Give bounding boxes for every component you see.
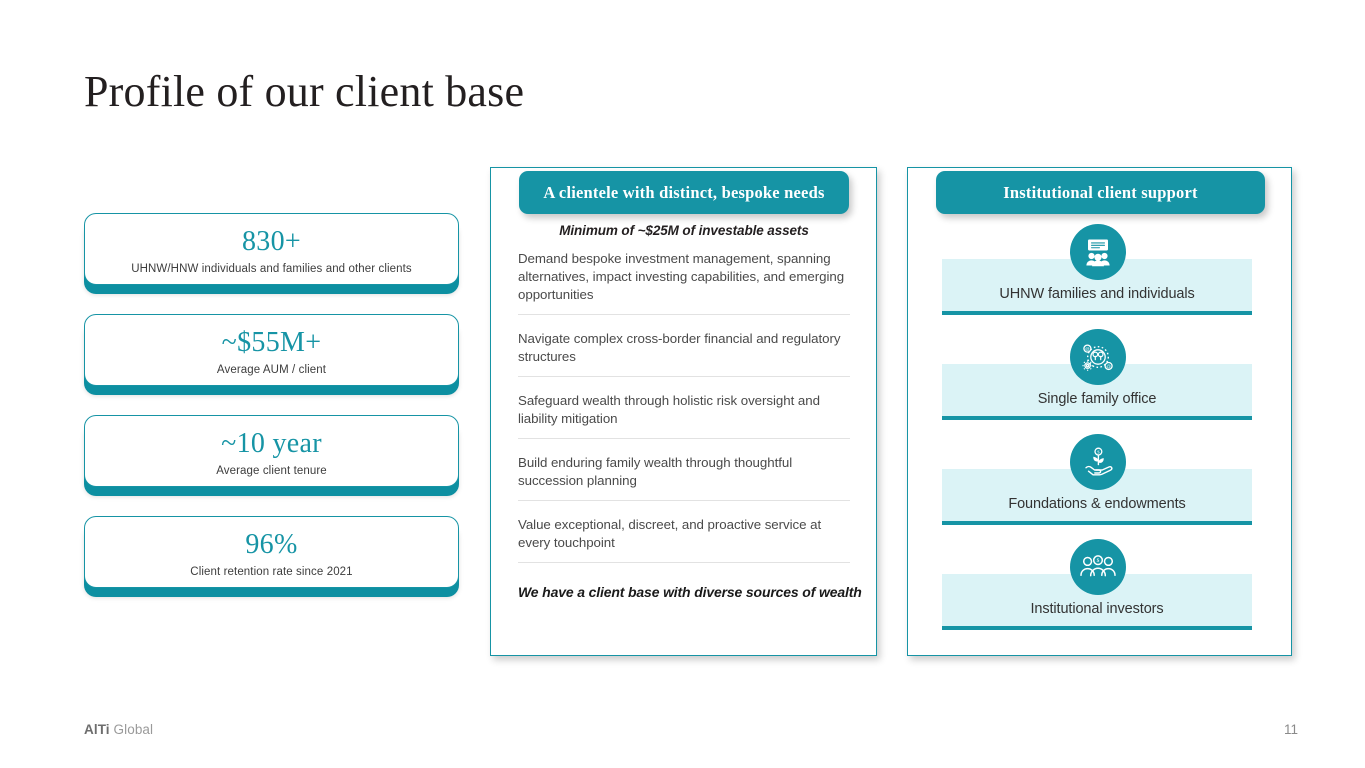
institutional-item-label: Institutional investors <box>1030 601 1164 617</box>
three-people-icon: $ <box>1070 539 1126 595</box>
institutional-support-banner: Institutional client support <box>936 171 1265 214</box>
stat-card: ~$55M+ Average AUM / client <box>84 314 459 386</box>
svg-text:$: $ <box>1097 557 1100 564</box>
page-number: 11 <box>1283 722 1298 737</box>
clientele-needs-panel: A clientele with distinct, bespoke needs… <box>490 167 877 656</box>
stat-value: ~10 year <box>221 428 322 459</box>
stat-label: Client retention rate since 2021 <box>190 566 353 578</box>
list-item: UHNW families and individuals <box>942 224 1254 329</box>
stat-label: Average AUM / client <box>216 364 327 376</box>
stat-value: ~$55M+ <box>221 327 322 358</box>
institutional-client-support-panel: Institutional client support U <box>907 167 1292 656</box>
svg-text:@: @ <box>1106 364 1111 369</box>
list-item: @ @ Single family office <box>942 329 1254 434</box>
svg-text:@: @ <box>1085 347 1090 352</box>
stat-card: ~10 year Average client tenure <box>84 415 459 487</box>
need-item: Safeguard wealth through holistic risk o… <box>518 388 850 439</box>
stats-column: 830+ UHNW/HNW individuals and families a… <box>84 213 459 617</box>
stat-value: 830+ <box>242 226 301 257</box>
presentation-people-icon <box>1070 224 1126 280</box>
stat-label: UHNW/HNW individuals and families and ot… <box>131 263 412 275</box>
institutional-client-list: UHNW families and individuals @ @ <box>942 224 1254 644</box>
brand-name-strong: AlTi <box>84 722 110 737</box>
clientele-needs-banner: A clientele with distinct, bespoke needs <box>519 171 849 214</box>
diverse-wealth-footer: We have a client base with diverse sourc… <box>518 584 862 600</box>
stat-card: 830+ UHNW/HNW individuals and families a… <box>84 213 459 285</box>
footer-brand: AlTi Global <box>84 722 153 737</box>
need-item: Build enduring family wealth through tho… <box>518 450 850 501</box>
list-item: $ Foundations & endowments <box>942 434 1254 539</box>
need-item: Demand bespoke investment management, sp… <box>518 246 850 315</box>
brand-name-rest: Global <box>109 722 154 737</box>
institutional-item-label: Single family office <box>1037 391 1157 407</box>
institutional-item-label: UHNW families and individuals <box>999 286 1195 302</box>
stat-label: Average client tenure <box>216 465 327 477</box>
page-title: Profile of our client base <box>84 67 525 116</box>
hand-growth-plant-icon: $ <box>1070 434 1126 490</box>
family-tree-gears-icon: @ @ <box>1070 329 1126 385</box>
minimum-assets-headline: Minimum of ~$25M of investable assets <box>559 223 809 238</box>
svg-text:$: $ <box>1097 449 1100 454</box>
need-item: Value exceptional, discreet, and proacti… <box>518 512 850 563</box>
stat-card: 96% Client retention rate since 2021 <box>84 516 459 588</box>
stat-value: 96% <box>245 529 298 560</box>
institutional-item-label: Foundations & endowments <box>1008 496 1186 512</box>
clientele-needs-body: Minimum of ~$25M of investable assets De… <box>518 223 862 600</box>
list-item: $ Institutional investors <box>942 539 1254 644</box>
need-item: Navigate complex cross-border financial … <box>518 326 850 377</box>
